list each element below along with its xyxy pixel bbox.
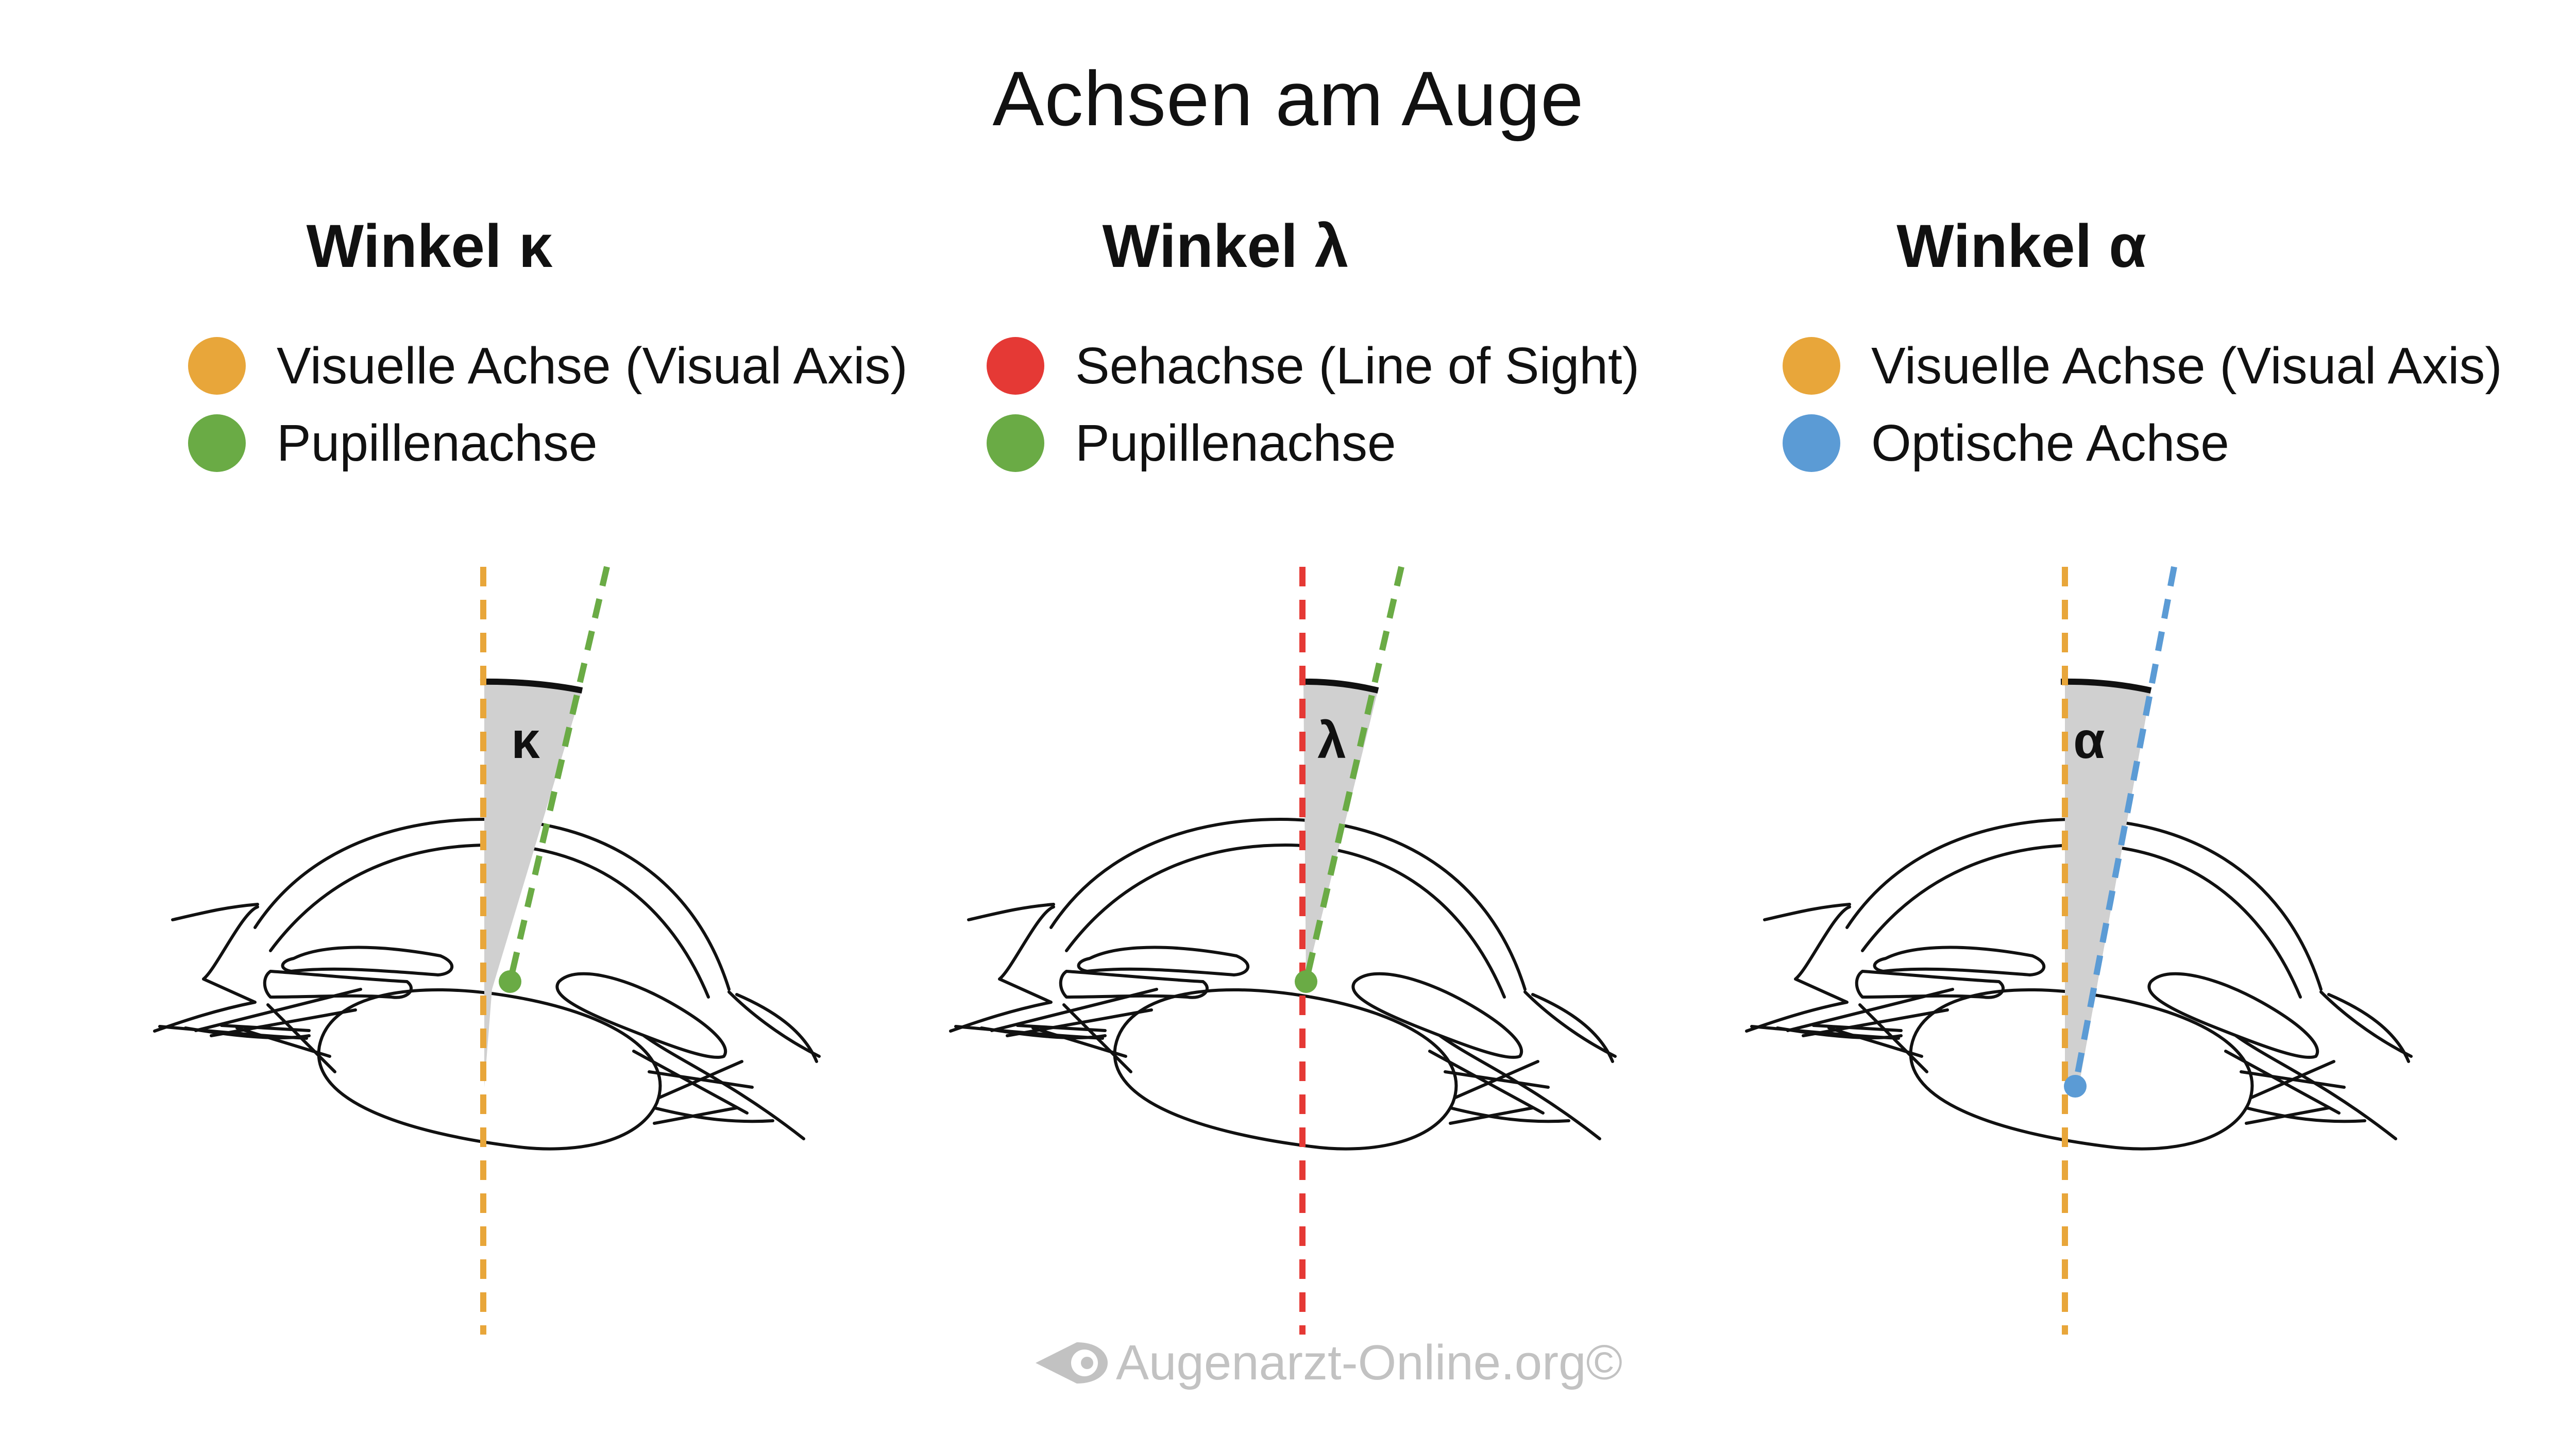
visual-axis-dot-icon: [188, 337, 246, 395]
cornea-inner-arc: [1065, 844, 1506, 999]
legend-item-pupil-axis: Pupillenachse: [188, 404, 908, 482]
legend-item-visual-axis: Visuelle Achse (Visual Axis): [188, 327, 908, 404]
iris-lower-left: [1059, 970, 1209, 999]
eyelid-upper-line: [949, 905, 1055, 1033]
panel-kappa: Winkel κ Visuelle Achse (Visual Axis) Pu…: [0, 0, 908, 1450]
angle-symbol-lambda: λ: [1317, 712, 1346, 769]
sclera-lower-line: [2234, 1034, 2397, 1140]
legend-label: Visuelle Achse (Visual Axis): [277, 336, 908, 395]
angle-wedge-alpha: [2065, 683, 2151, 1086]
zonule-left: [990, 988, 1158, 1073]
zonule-right: [632, 1050, 754, 1125]
legend-lambda: Sehachse (Line of Sight) Pupillenachse: [987, 327, 1639, 482]
sclera-lower-line: [1438, 1034, 1601, 1140]
eyelid-upper-line: [967, 903, 1055, 921]
iris-upper-left: [1077, 946, 1249, 976]
lens-ellipse: [1909, 988, 2254, 1151]
angle-arc-alpha: [2060, 678, 2152, 694]
watermark-text: Augenarzt-Online.org©: [1116, 1335, 1623, 1390]
legend-item-optical-axis: Optische Achse: [1783, 404, 2502, 482]
optical-axis-dot-icon: [1783, 414, 1840, 472]
line-of-sight-dot-icon: [987, 337, 1044, 395]
pupil-axis-point: [1295, 970, 1317, 993]
angle-symbol-alpha: α: [2073, 712, 2105, 769]
eyelid-upper-line: [153, 905, 259, 1033]
cornea-outer-arc: [1049, 818, 1527, 991]
eye-diagram-lambda: [949, 566, 1617, 1335]
lens-ellipse: [317, 988, 662, 1151]
iris-upper-right: [555, 972, 727, 1059]
legend-label: Visuelle Achse (Visual Axis): [1871, 336, 2502, 395]
optical-axis-point: [2064, 1075, 2087, 1098]
legend-label: Optische Achse: [1871, 414, 2229, 472]
pupil-axis-dot-icon: [188, 414, 246, 472]
legend-item-line-of-sight: Sehachse (Line of Sight): [987, 327, 1639, 404]
watermark: Augenarzt-Online.org©: [1030, 1335, 1622, 1391]
legend-kappa: Visuelle Achse (Visual Axis) Pupillenach…: [188, 327, 908, 482]
legend-label: Pupillenachse: [1075, 414, 1396, 472]
sclera-right-line: [2319, 990, 2413, 1058]
page-title: Achsen am Auge: [992, 55, 1584, 142]
panel-title-kappa: Winkel κ: [306, 212, 553, 280]
sclera-right-line: [1523, 990, 1617, 1058]
pupil-axis-line: [507, 566, 610, 983]
lens-ellipse: [1113, 988, 1458, 1151]
eyelid-upper-line: [171, 903, 259, 921]
eyelid-upper-line: [1745, 905, 1851, 1033]
iris-upper-right: [2147, 972, 2319, 1059]
eye-logo-icon: [1036, 1342, 1108, 1384]
sclera-lower-line: [642, 1034, 805, 1140]
zonule-right: [1428, 1050, 1550, 1125]
legend-alpha: Visuelle Achse (Visual Axis) Optische Ac…: [1783, 327, 2502, 482]
angle-arc-kappa: [480, 678, 583, 694]
legend-item-visual-axis: Visuelle Achse (Visual Axis): [1783, 327, 2502, 404]
zonule-left: [194, 988, 362, 1073]
panel-lambda: Winkel λ Sehachse (Line of Sight) Pupill…: [796, 0, 1655, 1450]
eye-diagram-alpha: [1745, 566, 2413, 1335]
pupil-axis-line: [1303, 566, 1404, 983]
panel-title-alpha: Winkel α: [1896, 212, 2146, 280]
legend-item-pupil-axis: Pupillenachse: [987, 404, 1639, 482]
eyelid-upper-line: [1763, 903, 1851, 921]
angle-wedge-kappa: [484, 683, 582, 1087]
pupil-axis-dot-icon: [987, 414, 1044, 472]
optical-axis-line: [2072, 566, 2177, 1087]
iris-lower-left: [1855, 970, 2005, 999]
iris-upper-left: [1873, 946, 2045, 976]
angle-arc-lambda: [1299, 678, 1379, 694]
visual-axis-dot-icon: [1783, 337, 1840, 395]
angle-symbol-kappa: κ: [511, 712, 540, 769]
zonule-right: [2224, 1050, 2346, 1125]
iris-upper-right: [1351, 972, 1523, 1059]
legend-label: Sehachse (Line of Sight): [1075, 336, 1640, 395]
eye-diagram-kappa: [153, 566, 821, 1335]
sclera-right-line: [727, 990, 821, 1058]
sclera-right-line: [2327, 993, 2410, 1063]
panel-title-lambda: Winkel λ: [1102, 212, 1349, 280]
legend-label: Pupillenachse: [277, 414, 598, 472]
pupil-axis-point: [499, 970, 521, 993]
iris-lower-left: [263, 970, 413, 999]
zonule-left: [1786, 988, 1954, 1073]
panel-alpha: Winkel α Visuelle Achse (Visual Axis) Op…: [1592, 0, 2502, 1450]
iris-upper-left: [281, 946, 453, 976]
